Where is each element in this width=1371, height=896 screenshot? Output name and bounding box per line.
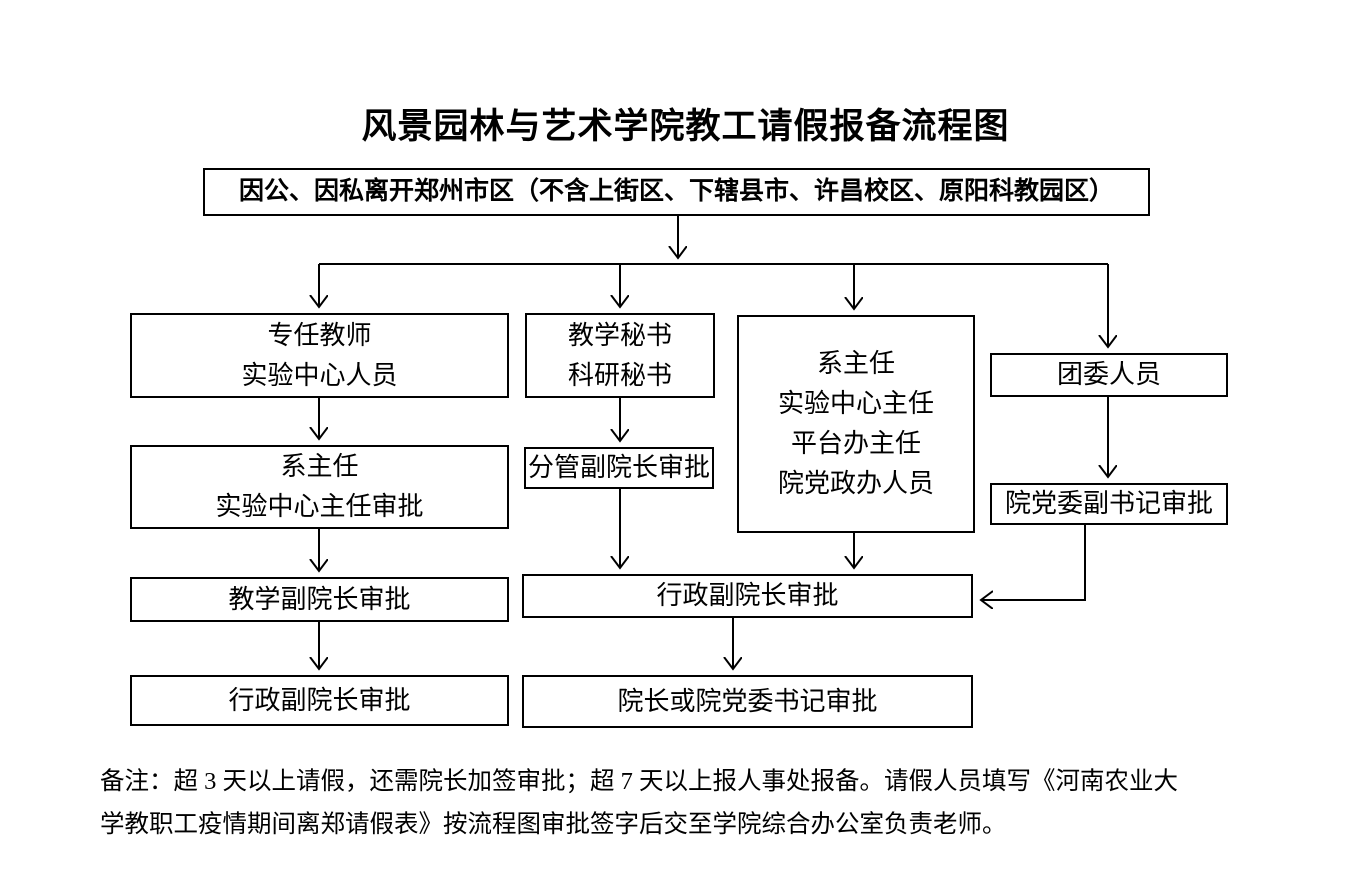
node-label: 团委人员 xyxy=(1056,360,1161,389)
node-label: 教学秘书 xyxy=(567,320,672,350)
node-label: 专任教师 xyxy=(267,320,372,350)
node-start-condition: 因公、因私离开郑州市区（不含上街区、下辖县市、许昌校区、原阳科教园区） xyxy=(203,168,1150,216)
node-label: 分管副院长审批 xyxy=(527,453,710,482)
node-label: 因公、因私离开郑州市区（不含上街区、下辖县市、许昌校区、原阳科教园区） xyxy=(238,178,1114,205)
node-label: 院党委副书记审批 xyxy=(1004,489,1213,518)
node-charge-vice-dean-approval: 分管副院长审批 xyxy=(524,447,714,489)
node-label: 系主任 xyxy=(280,452,359,481)
node-teaching-vice-dean-approval: 教学副院长审批 xyxy=(130,577,509,622)
node-dean-or-party-secretary-approval: 院长或院党委书记审批 xyxy=(522,675,973,728)
node-full-time-teachers: 专任教师 实验中心人员 xyxy=(130,313,509,398)
node-dept-heads-group: 系主任 实验中心主任 平台办主任 院党政办人员 xyxy=(737,315,975,533)
node-party-deputy-secretary-approval: 院党委副书记审批 xyxy=(990,483,1228,525)
node-label: 行政副院长审批 xyxy=(656,581,839,610)
node-label: 平台办主任 xyxy=(790,429,921,458)
footnote-line: 学教职工疫情期间离郑请假表》按流程图审批签字后交至学院综合办公室负责老师。 xyxy=(100,811,1007,838)
node-label: 实验中心主任 xyxy=(777,389,934,418)
node-dept-head-center-director-approval: 系主任 实验中心主任审批 xyxy=(130,445,509,529)
node-admin-vice-dean-approval-left: 行政副院长审批 xyxy=(130,675,509,726)
node-youth-league-staff: 团委人员 xyxy=(990,353,1228,397)
node-label: 实验中心人员 xyxy=(241,360,398,390)
node-label: 教学副院长审批 xyxy=(228,584,411,614)
page-title: 风景园林与艺术学院教工请假报备流程图 xyxy=(361,107,1010,146)
footnote: 备注：超 3 天以上请假，还需院长加签审批；超 7 天以上报人事处报备。请假人员… xyxy=(100,760,1310,846)
node-teaching-research-secretary: 教学秘书 科研秘书 xyxy=(525,313,715,398)
footnote-line: 备注：超 3 天以上请假，还需院长加签审批；超 7 天以上报人事处报备。请假人员… xyxy=(100,768,1178,795)
node-label: 院长或院党委书记审批 xyxy=(617,686,878,716)
node-label: 科研秘书 xyxy=(567,360,672,390)
node-label: 系主任 xyxy=(816,349,895,378)
node-label: 院党政办人员 xyxy=(777,469,934,498)
node-label: 实验中心主任审批 xyxy=(215,492,424,521)
node-label: 行政副院长审批 xyxy=(228,685,411,715)
node-admin-vice-dean-approval-main: 行政副院长审批 xyxy=(522,574,973,618)
